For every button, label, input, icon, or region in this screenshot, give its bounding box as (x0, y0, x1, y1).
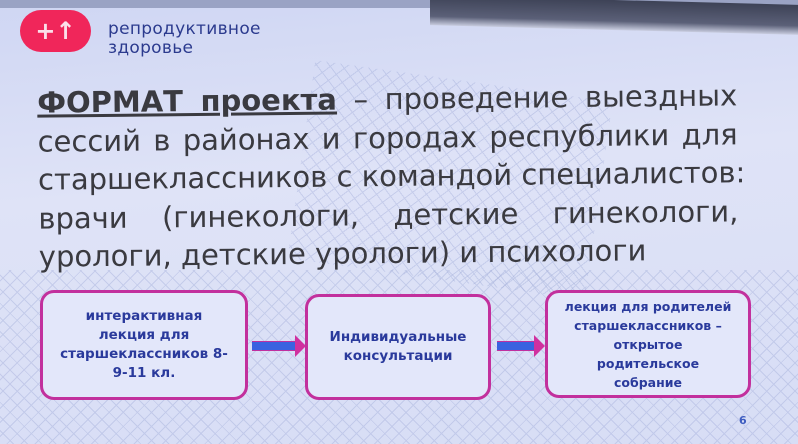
flow-step-label: лекция для родителей старшеклассников – … (564, 298, 732, 390)
body-line-5: урологи, детские урологи) и психологи (38, 233, 647, 274)
brand-line-2: здоровье (108, 38, 194, 58)
top-edge (0, 0, 798, 8)
format-keyword: ФОРМАТ проекта (37, 82, 338, 120)
flow-step-lecture: интерактивная лекция для старшекласснико… (40, 290, 248, 400)
brand-logo: +↑ (20, 10, 91, 52)
page-number: 6 (739, 414, 747, 427)
logo-icon: +↑ (35, 17, 76, 45)
screen-frame (430, 0, 798, 35)
flow-step-consultations: Индивидуальные консультации (305, 294, 491, 400)
flow-step-label: Индивидуальные консультации (329, 329, 467, 364)
body-line-3: старшеклассников с командой специалистов… (37, 155, 746, 197)
arrow-right-icon (497, 335, 545, 357)
flow-step-parents-meeting: лекция для родителей старшеклассников – … (545, 290, 751, 398)
brand-name: репродуктивное здоровье (108, 20, 261, 58)
body-line-1-rest: – проведение выездных (336, 78, 738, 117)
brand-line-1: репродуктивное (108, 19, 261, 39)
body-line-1: ФОРМАТ проекта – проведение выездных (37, 76, 737, 122)
slide-body-text: ФОРМАТ проекта – проведение выездных сес… (37, 76, 746, 276)
arrow-right-icon (252, 335, 306, 357)
flow-step-label: интерактивная лекция для старшекласснико… (60, 308, 228, 381)
